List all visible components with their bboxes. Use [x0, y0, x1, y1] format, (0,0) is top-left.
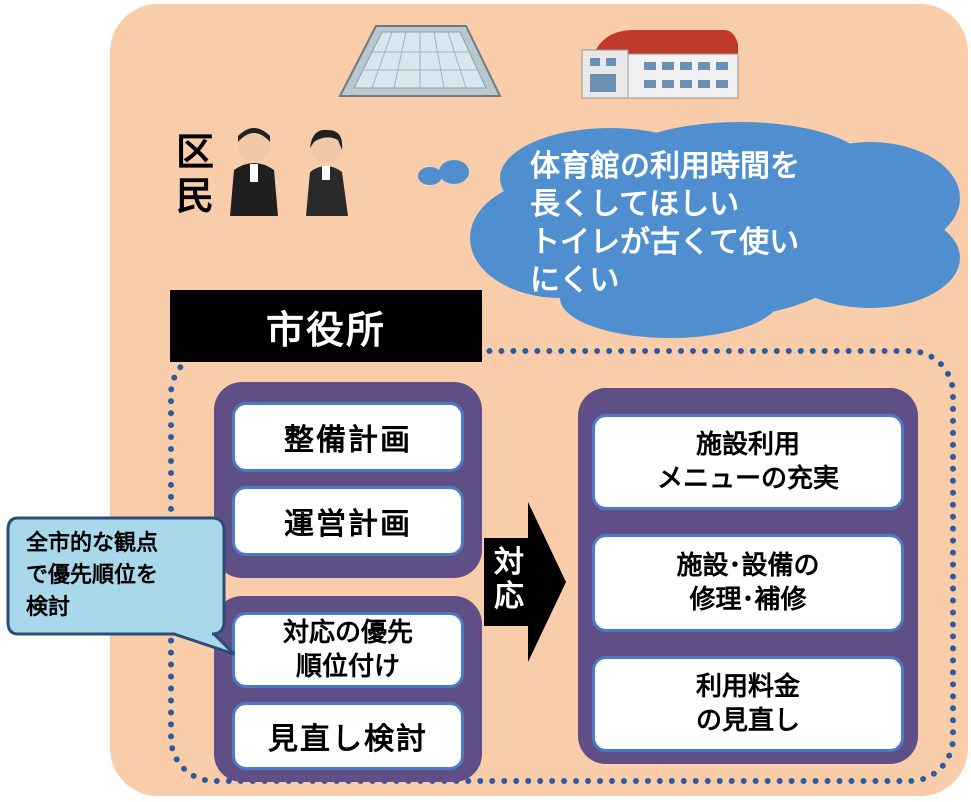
residents-label: 区民: [176, 130, 215, 218]
callout-bubble: [6, 516, 236, 656]
thought-bubble: [418, 122, 960, 338]
facility-menu-box: 施設利用 メニューの充実: [592, 414, 904, 510]
thought-bubble-text: 体育館の利用時間を 長くしてほしい トイレが古くて使い にくい: [530, 149, 800, 298]
people-icon: [230, 128, 348, 216]
fee-review-box: 利用料金 の見直し: [592, 656, 904, 752]
city-hall-title: 市役所: [170, 290, 482, 362]
review-box: 見直し検討: [232, 702, 464, 770]
facility-plan-box: 整備計画: [232, 402, 464, 472]
callout-text: 全市的な観点 で優先順位を 検討: [26, 531, 159, 620]
response-arrow: [484, 502, 566, 662]
priority-box: 対応の優先 順位付け: [232, 612, 464, 688]
operation-plan-box: 運営計画: [232, 486, 464, 556]
gymnasium-icon: [338, 25, 502, 97]
response-arrow-label: 対応: [494, 545, 524, 614]
repair-box: 施設･設備の 修理･補修: [592, 534, 904, 632]
school-building-icon: [581, 30, 739, 99]
